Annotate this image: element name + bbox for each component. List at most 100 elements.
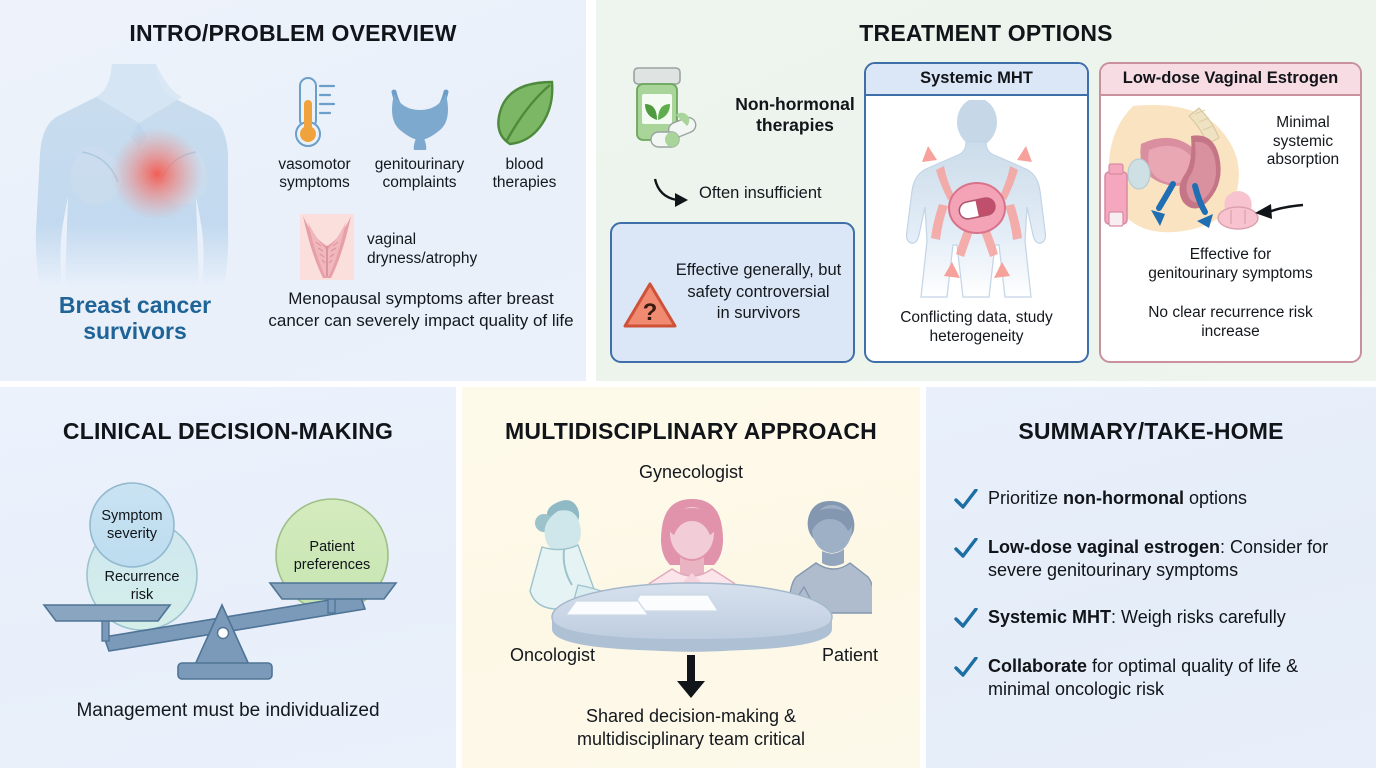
panel-intro-problem-overview: INTRO/PROBLEM OVERVIEW [0,0,586,381]
check-icon [954,489,978,509]
card-systemic-mht-header: Systemic MHT [866,64,1087,96]
panel-summary-take-home: SUMMARY/TAKE-HOME Prioritize non-hormona… [926,387,1376,768]
label-line1: Non-hormonal [735,94,855,114]
panel-treatment-title: TREATMENT OPTIONS [859,20,1113,46]
panel-summary-title: SUMMARY/TAKE-HOME [1018,418,1284,444]
down-arrow-icon [677,655,705,698]
panel-treatment-options: TREATMENT OPTIONS Non-hormonal therapies [596,0,1376,381]
summary-pre: Prioritize [988,488,1064,508]
safety-warning-text: Effective generally, but safety controve… [664,260,853,324]
role-label-gynecologist: Gynecologist [638,462,744,482]
female-body-systemic-distribution-icon [882,98,1072,317]
card-systemic-mht-body: Conflicting data, study heterogeneity [866,96,1087,361]
caption-line1: vaginal [367,230,417,248]
summary-list: Prioritize non-hormonal options Low-dose… [954,487,1364,726]
check-icon [954,608,978,629]
symptom-item-genitourinary: genitourinary complaints [367,70,472,193]
summary-bold: Collaborate [988,656,1088,677]
caption-line2: complaints [382,174,457,192]
left-arrow-icon [1255,203,1304,219]
symptom-caption-vasomotor: vasomotor symptoms [262,156,367,193]
often-insufficient-row: Often insufficient [651,176,822,210]
caption-line1: Effective for [1189,246,1272,263]
bubble-recurrence-risk-line1: Recurrence [105,569,180,585]
card-vaginal-estrogen-body: Minimal systemic absorption Effective fo… [1101,96,1360,361]
breast-cancer-survivor-torso-illustration [34,62,244,292]
panel-clinical-title: CLINICAL DECISION-MAKING [62,418,394,444]
bubble-recurrence-risk-line2: risk [131,587,154,603]
caption2-line2: increase [1201,322,1260,340]
caption-line1: genitourinary [374,156,465,173]
often-insufficient-text: Often insufficient [699,183,822,202]
survivor-label-line1: Breast cancer [58,292,212,318]
warn-line2: safety controversial [687,282,830,301]
warn-line3: in survivors [716,304,801,323]
vaginal-ring-applicator [1217,191,1259,230]
role-label-patient: Patient [821,645,878,665]
warn-line1: Effective generally, but [675,261,842,280]
label-line2: therapies [756,115,834,135]
summary-post: options [1184,488,1248,508]
panel-multidisciplinary-title: MULTIDISCIPLINARY APPROACH [505,418,877,444]
curved-arrow-icon [653,178,688,207]
check-icon [954,538,978,558]
safety-warning-box: ? Effective generally, but safety contro… [610,222,855,363]
bladder-icon [367,70,472,150]
summary-bold: Low-dose vaginal estrogen [988,537,1221,557]
leaf-icon [472,70,577,150]
caption-line1: blood [505,156,544,173]
note-line3: absorption [1266,151,1340,169]
survivor-label-line2: survivors [83,318,187,345]
card-systemic-mht: Systemic MHT [864,62,1089,363]
vaginal-atrophy-icon [300,214,354,285]
summary-item: Prioritize non-hormonal options [954,487,1364,511]
pelvic-anatomy-icon [1103,100,1263,250]
summary-bold: Systemic MHT [988,607,1112,628]
panel-intro-title: INTRO/PROBLEM OVERVIEW [129,20,457,46]
footer-line2: multidisciplinary team critical [576,728,806,749]
summary-item: Systemic MHT: Weigh risks carefully [954,606,1364,630]
summary-post: for optimal quality of life & minimal on… [988,656,1299,700]
symptom-item-vasomotor: vasomotor symptoms [262,70,367,193]
card-systemic-mht-caption: Conflicting data, study heterogeneity [872,309,1081,347]
caption-line2: symptoms [279,174,350,192]
summary-item-text: Low-dose vaginal estrogen: Consider for … [988,536,1364,581]
multidisciplinary-footer-text: Shared decision-making & multidisciplina… [470,705,912,750]
bubble-patient-preferences-line1: Patient [309,539,354,555]
summary-bold: non-hormonal [1063,488,1184,508]
card-low-dose-vaginal-estrogen: Low-dose Vaginal Estrogen [1099,62,1362,363]
caption-line1: vasomotor [278,156,351,173]
role-label-oncologist: Oncologist [510,645,596,665]
summary-item-text: Collaborate for optimal quality of life … [988,655,1364,700]
footer-line1: Shared decision-making & [585,706,797,726]
warning-question-icon: ? [623,282,677,328]
breast-cancer-survivors-label: Breast cancer survivors [10,292,260,345]
bubble-symptom-severity-line1: Symptom [101,508,162,524]
bubble-symptom-severity-line2: severity [107,526,158,542]
card-vaginal-estrogen-header: Low-dose Vaginal Estrogen [1101,64,1360,96]
minimal-systemic-absorption-note: Minimal systemic absorption [1249,114,1357,170]
summary-item-text: Systemic MHT: Weigh risks carefully [988,606,1286,629]
symptom-caption-blood-therapies: blood therapies [472,156,577,193]
caption-line2: dryness/atrophy [367,249,478,267]
summary-item: Collaborate for optimal quality of life … [954,655,1364,700]
check-icon [954,657,978,678]
card-vaginal-estrogen-caption-1: Effective for genitourinary symptoms [1105,246,1356,284]
pill-bottle-icon [618,62,710,154]
symptom-icon-row: vasomotor symptoms genitourinary complai… [262,70,578,193]
care-team-meeting-illustration [512,489,876,657]
caption-line2: genitourinary symptoms [1148,264,1313,282]
bubble-patient-preferences-line2: preferences [294,557,371,573]
balance-scale-illustration: Symptom severity Recurrence risk Patient… [38,465,418,690]
summary-post: : Weigh risks carefully [1111,607,1286,628]
note-line2: systemic [1272,132,1334,150]
thermometer-icon [262,70,367,150]
vaginal-atrophy-caption: vaginal dryness/atrophy [367,231,477,268]
non-hormonal-therapies-label: Non-hormonal therapies [710,94,880,136]
caption-line1: Conflicting data, study [900,309,1053,327]
caption2-line1: No clear recurrence risk [1148,304,1313,321]
panel-multidisciplinary-approach: MULTIDISCIPLINARY APPROACH Gynecologist [462,387,920,768]
caption-line2: therapies [492,174,557,192]
intro-footer-text: Menopausal symptoms after breast cancer … [268,289,574,330]
